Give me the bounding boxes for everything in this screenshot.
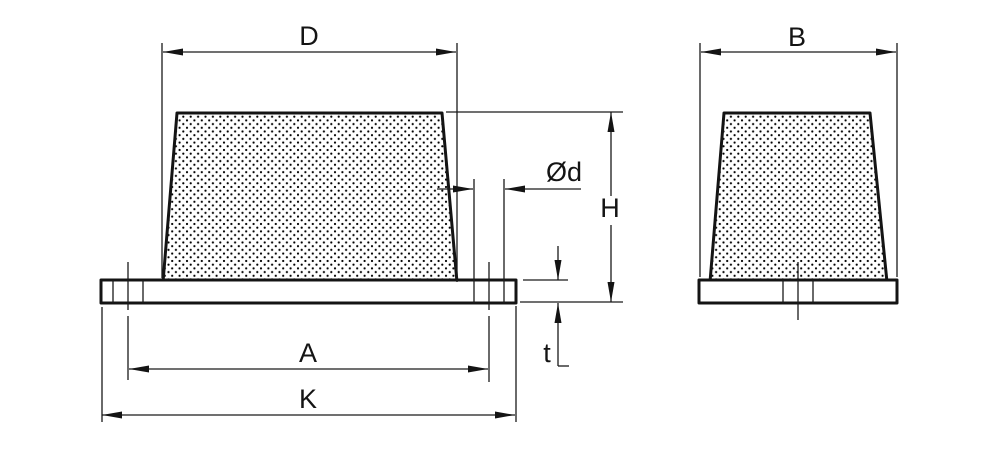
- front-right-hole: [473, 179, 505, 382]
- arrowhead-left: [505, 185, 525, 193]
- dimension-D: D: [161, 21, 458, 282]
- front-view: D Ød H t: [99, 21, 623, 422]
- front-left-hole: [112, 262, 144, 380]
- dimension-H: H: [446, 111, 623, 303]
- arrowhead-down: [607, 282, 615, 302]
- dimension-Od: Ød: [437, 157, 582, 193]
- arrowhead-right: [876, 48, 896, 56]
- arrowhead-left: [102, 411, 122, 419]
- side-hole: [782, 262, 814, 320]
- dimension-t: t: [523, 246, 569, 368]
- dimension-A: A: [129, 338, 488, 373]
- dim-label-t: t: [543, 338, 551, 368]
- arrowhead-left: [163, 48, 183, 56]
- front-body-section: [161, 111, 459, 284]
- arrowhead-right: [468, 365, 488, 373]
- arrowhead-up: [554, 303, 562, 323]
- arrowhead-left: [701, 48, 721, 56]
- dim-label-B: B: [788, 22, 806, 52]
- arrowhead-down: [554, 260, 562, 280]
- dimension-K: K: [101, 306, 517, 422]
- arrowhead-left: [129, 365, 149, 373]
- front-base-plate: [99, 278, 518, 305]
- arrowhead-right: [453, 185, 473, 193]
- dimension-B: B: [699, 22, 898, 277]
- dim-label-H: H: [600, 193, 620, 223]
- arrowhead-up: [607, 112, 615, 132]
- dim-label-K: K: [299, 384, 317, 414]
- dim-label-Od: Ød: [546, 157, 582, 187]
- side-body-section: [708, 111, 889, 284]
- side-view: B: [697, 22, 899, 320]
- arrowhead-right: [495, 411, 515, 419]
- arrowhead-right: [436, 48, 456, 56]
- dim-label-D: D: [299, 21, 319, 51]
- dim-label-A: A: [299, 338, 317, 368]
